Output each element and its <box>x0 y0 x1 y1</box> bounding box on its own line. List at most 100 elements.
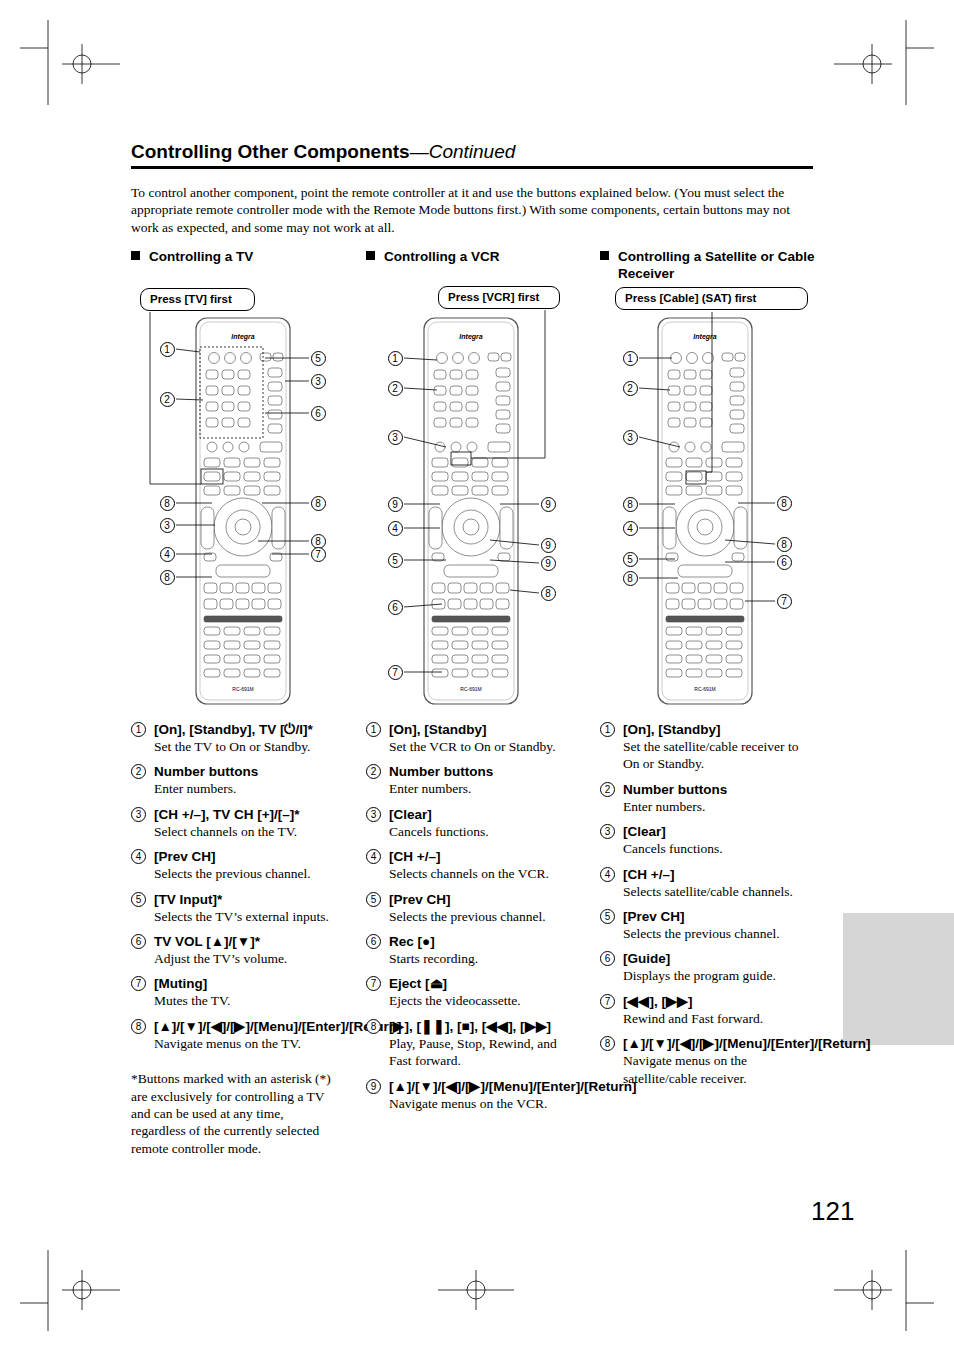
leader-lines <box>150 310 775 672</box>
button-description: Selects the previous channel. <box>389 908 576 925</box>
button-name: [On], [Standby] <box>623 721 815 738</box>
button-description: Navigate menus on the satellite/cable re… <box>623 1052 815 1087</box>
callout-number: 5 <box>600 909 615 924</box>
button-description: Selects the TV’s external inputs. <box>154 908 341 925</box>
leader-line <box>176 525 215 526</box>
button-name: [◀◀], [▶▶] <box>623 993 815 1010</box>
button-name: [▲]/[▼]/[◀]/[▶]/[Menu]/[Enter]/[Return] <box>623 1035 815 1052</box>
button-description: Enter numbers. <box>154 780 341 797</box>
button-name: Number buttons <box>154 763 341 780</box>
leader-line <box>404 388 437 390</box>
callout-number: 8 <box>777 537 792 552</box>
button-name: [CH +/–] <box>389 848 576 865</box>
callout-number: 5 <box>366 892 381 907</box>
button-name: [▶], [❚❚], [■], [◀◀], [▶▶] <box>389 1018 576 1035</box>
callout-number: 9 <box>388 497 403 512</box>
callout-number: 1 <box>366 722 381 737</box>
callout-number: 1 <box>131 722 146 737</box>
callout-number: 1 <box>388 351 403 366</box>
list-item: 4[Prev CH]Selects the previous channel. <box>131 848 341 882</box>
button-name: [Clear] <box>623 823 815 840</box>
instruction-box: Press [VCR] first <box>438 286 560 309</box>
list-item: 5[TV Input]*Selects the TV’s external in… <box>131 891 341 925</box>
button-name: Number buttons <box>623 781 815 798</box>
side-tab <box>843 913 954 1045</box>
page-header: Controlling Other Components—Continued <box>131 140 515 164</box>
button-name: [▲]/[▼]/[◀]/[▶]/[Menu]/[Enter]/[Return] <box>389 1078 576 1095</box>
button-name: Eject [⏏] <box>389 975 576 992</box>
callout-number: 4 <box>600 867 615 882</box>
callout-number: 9 <box>366 1079 381 1094</box>
callout-number: 2 <box>388 381 403 396</box>
page-title: Controlling Other Components <box>131 141 410 162</box>
leader-line <box>285 381 309 382</box>
callout-number: 2 <box>623 381 638 396</box>
button-description: Navigate menus on the TV. <box>154 1035 341 1052</box>
leader-line <box>176 349 200 352</box>
leader-line <box>639 388 670 390</box>
list-item: 5[Prev CH]Selects the previous channel. <box>600 908 815 942</box>
button-description: Adjust the TV’s volume. <box>154 950 341 967</box>
instruction-text: Press [VCR] first <box>448 290 550 305</box>
leader-line <box>639 504 675 505</box>
callout-number: 3 <box>388 430 403 445</box>
bullet-square <box>366 251 375 260</box>
callout-number: 3 <box>623 430 638 445</box>
button-description: Play, Pause, Stop, Rewind, and Fast forw… <box>389 1035 576 1070</box>
button-description: Set the satellite/cable receiver to On o… <box>623 738 815 773</box>
button-name: [Clear] <box>389 806 576 823</box>
leader-line <box>176 554 212 555</box>
callout-number: 8 <box>623 497 638 512</box>
button-name: [Prev CH] <box>623 908 815 925</box>
list-item: 1[On], [Standby], TV [⏻/I]*Set the TV to… <box>131 721 341 755</box>
button-description: Enter numbers. <box>389 780 576 797</box>
callout-number: 5 <box>623 552 638 567</box>
list-item: 3 [Clear]Cancels functions. <box>366 806 576 840</box>
callout-number: 9 <box>541 538 556 553</box>
instruction-text: Press [TV] first <box>150 292 245 307</box>
leader-line <box>404 560 446 561</box>
model-number: RC-691M <box>196 686 290 693</box>
model-number: RC-691M <box>658 686 752 693</box>
leader-line <box>639 578 678 579</box>
section-heading: Controlling a TV <box>131 248 336 265</box>
leader-line <box>404 672 442 673</box>
leader-line <box>265 413 309 414</box>
leader-line <box>639 437 680 447</box>
callout-number: 8 <box>366 1019 381 1034</box>
button-description: Set the VCR to On or Standby. <box>389 738 576 755</box>
callout-number: 3 <box>366 807 381 822</box>
instruction-box: Press [TV] first <box>140 288 255 311</box>
leader-line <box>272 554 309 555</box>
button-name: [On], [Standby] <box>389 721 576 738</box>
callout-number: 8 <box>131 1019 146 1034</box>
intro-paragraph: To control another component, point the … <box>131 184 813 236</box>
bullet-square <box>600 251 609 260</box>
callout-number: 9 <box>541 497 556 512</box>
button-name: Number buttons <box>389 763 576 780</box>
list-item: 6[Guide]Displays the program guide. <box>600 950 815 984</box>
section-heading: Controlling a Satellite or Cable Receive… <box>600 248 815 282</box>
leader-line <box>500 504 539 505</box>
list-item: 3[CH +/–], TV CH [+]/[–]*Select channels… <box>131 806 341 840</box>
footnote: *Buttons marked with an asterisk (*) are… <box>131 1070 341 1157</box>
callout-number: 2 <box>366 764 381 779</box>
model-number: RC-691M <box>424 686 518 693</box>
list-item: 2Number buttonsEnter numbers. <box>131 763 341 797</box>
callout-number: 7 <box>600 994 615 1009</box>
button-name: [Muting] <box>154 975 341 992</box>
leader-line <box>176 577 212 578</box>
list-item: 6Rec [●]Starts recording. <box>366 933 576 967</box>
instruction-text: Press [Cable] (SAT) first <box>625 291 798 306</box>
page-number: 121 <box>811 1196 854 1226</box>
leader-line <box>738 503 775 504</box>
leader-line <box>725 540 775 544</box>
button-description: Cancels functions. <box>389 823 576 840</box>
callout-number: 8 <box>311 496 326 511</box>
callout-number: 6 <box>131 934 146 949</box>
list-item: 2Number buttonsEnter numbers. <box>600 781 815 815</box>
section-heading: Controlling a VCR <box>366 248 571 265</box>
leader-line <box>404 528 440 529</box>
list-item: 7[◀◀], [▶▶]Rewind and Fast forward. <box>600 993 815 1027</box>
